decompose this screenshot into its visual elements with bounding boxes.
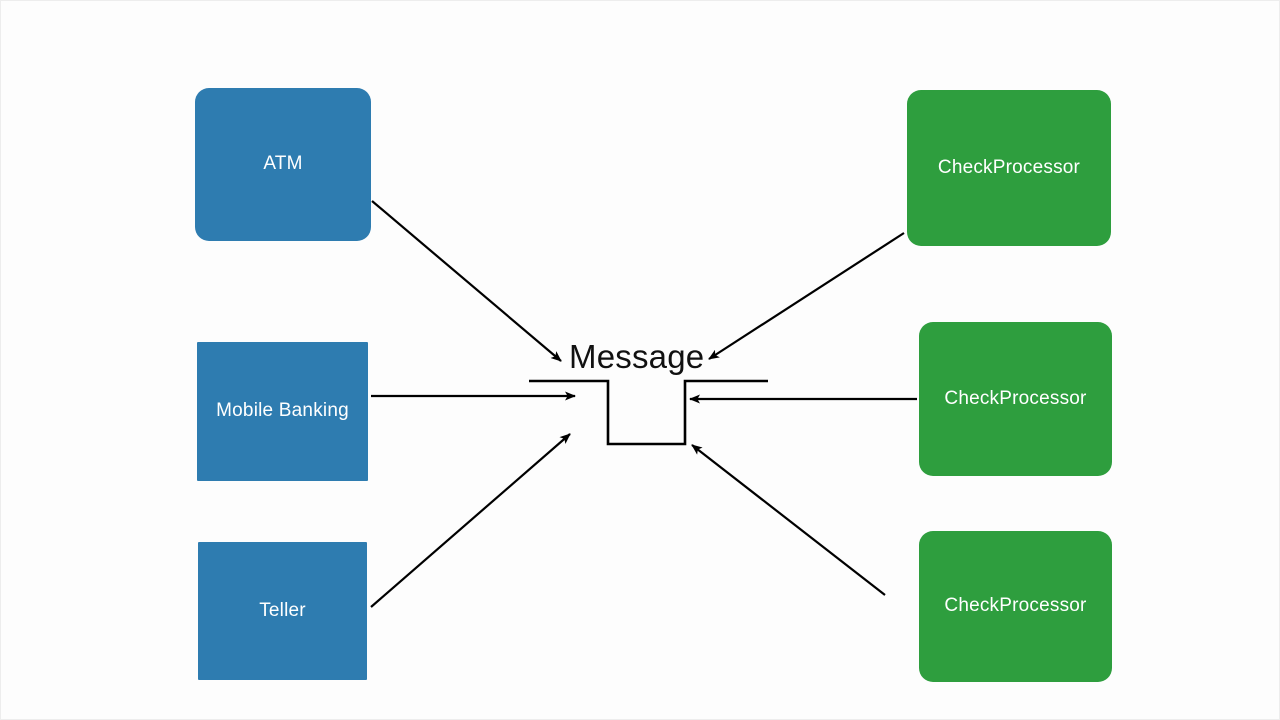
producer-node-teller[interactable]: Teller	[198, 542, 367, 680]
producer-node-atm[interactable]: ATM	[195, 88, 371, 241]
consumer-node-label: CheckProcessor	[937, 156, 1081, 178]
channel-title: Message	[569, 338, 705, 375]
consumer-node-label: CheckProcessor	[944, 387, 1087, 409]
producer-node-label: Mobile Banking	[216, 400, 349, 422]
connector-lines	[370, 200, 917, 608]
connector-check-processor-3-to-message	[691, 444, 886, 596]
consumer-node-check-processor-1[interactable]: CheckProcessor	[907, 90, 1111, 246]
consumer-node-check-processor-3[interactable]: CheckProcessor	[919, 531, 1112, 682]
producer-node-label: ATM	[263, 153, 303, 175]
producer-node-label: Teller	[259, 599, 306, 621]
connector-atm-to-message	[371, 200, 562, 362]
consumer-node-check-processor-2[interactable]: CheckProcessor	[919, 322, 1112, 476]
connector-check-processor-1-to-message	[708, 232, 905, 360]
message-channel-outline	[529, 379, 768, 446]
producer-node-mobile-banking[interactable]: Mobile Banking	[197, 342, 368, 481]
consumer-node-label: CheckProcessor	[944, 595, 1087, 617]
connector-teller-to-message	[370, 433, 571, 608]
